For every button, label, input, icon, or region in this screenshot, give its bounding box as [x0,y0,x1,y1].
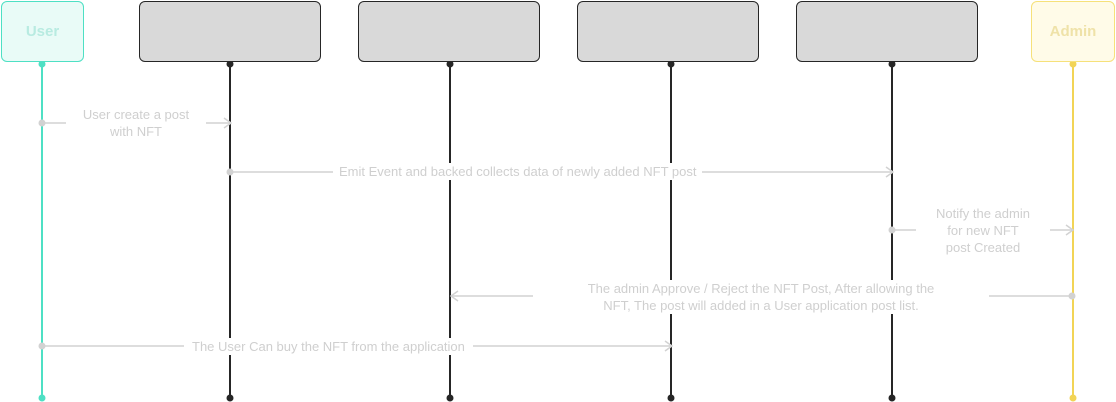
message-create-post-line-1: User create a post [82,107,190,122]
message-buy-nft-text: The User Can buy the NFT from the applic… [192,339,465,354]
message-admin-approve-line-1: The admin Approve / Reject the NFT Post,… [587,281,935,296]
message-admin-approve: The admin Approve / Reject the NFT Post,… [533,280,989,314]
actor-box-4 [796,1,978,62]
actor-admin: Admin [1031,1,1115,62]
message-buy-nft: The User Can buy the NFT from the applic… [184,338,473,355]
message-create-post: User create a post with NFT [66,106,206,140]
lifeline-box3-top-dot [667,60,675,68]
message-emit-event: Emit Event and backed collects data of n… [333,163,703,180]
lifeline-admin-top-dot [1069,60,1077,68]
message-emit-event-text: Emit Event and backed collects data of n… [339,164,697,179]
message-admin-approve-line-2: NFT, The post will added in a User appli… [603,298,919,313]
arrow-admin-to-box2-start-dot [1068,292,1076,300]
arrow-box1-to-box4-start-dot [226,168,234,176]
lifeline-user-bottom-dot [38,394,46,402]
actor-admin-label: Admin [1049,23,1097,40]
lifeline-box2-top-dot [446,60,454,68]
actor-box-3 [577,1,759,62]
message-notify-admin-line-3: post Created [945,240,1021,255]
arrow-user-to-box3-start-dot [38,342,46,350]
lifeline-box4-top-dot [888,60,896,68]
lifeline-box1-top-dot [226,60,234,68]
message-notify-admin-line-2: for new NFT [947,223,1019,238]
lifeline-box3-bottom-dot [667,394,675,402]
message-notify-admin: Notify the admin for new NFT post Create… [916,205,1050,256]
message-notify-admin-line-1: Notify the admin [936,206,1030,221]
arrow-user-to-box1-start-dot [38,119,46,127]
message-create-post-line-2: with NFT [110,124,162,139]
lifeline-box4-bottom-dot [888,394,896,402]
lifeline-user-top-dot [38,60,46,68]
lifeline-admin-bottom-dot [1069,394,1077,402]
lifeline-box1-bottom-dot [226,394,234,402]
lifeline-box2-bottom-dot [446,394,454,402]
arrow-box4-to-admin-start-dot [888,226,896,234]
actor-box-1 [139,1,321,62]
actor-user-label: User [25,23,60,40]
actor-user: User [1,1,84,62]
actor-box-2 [358,1,540,62]
